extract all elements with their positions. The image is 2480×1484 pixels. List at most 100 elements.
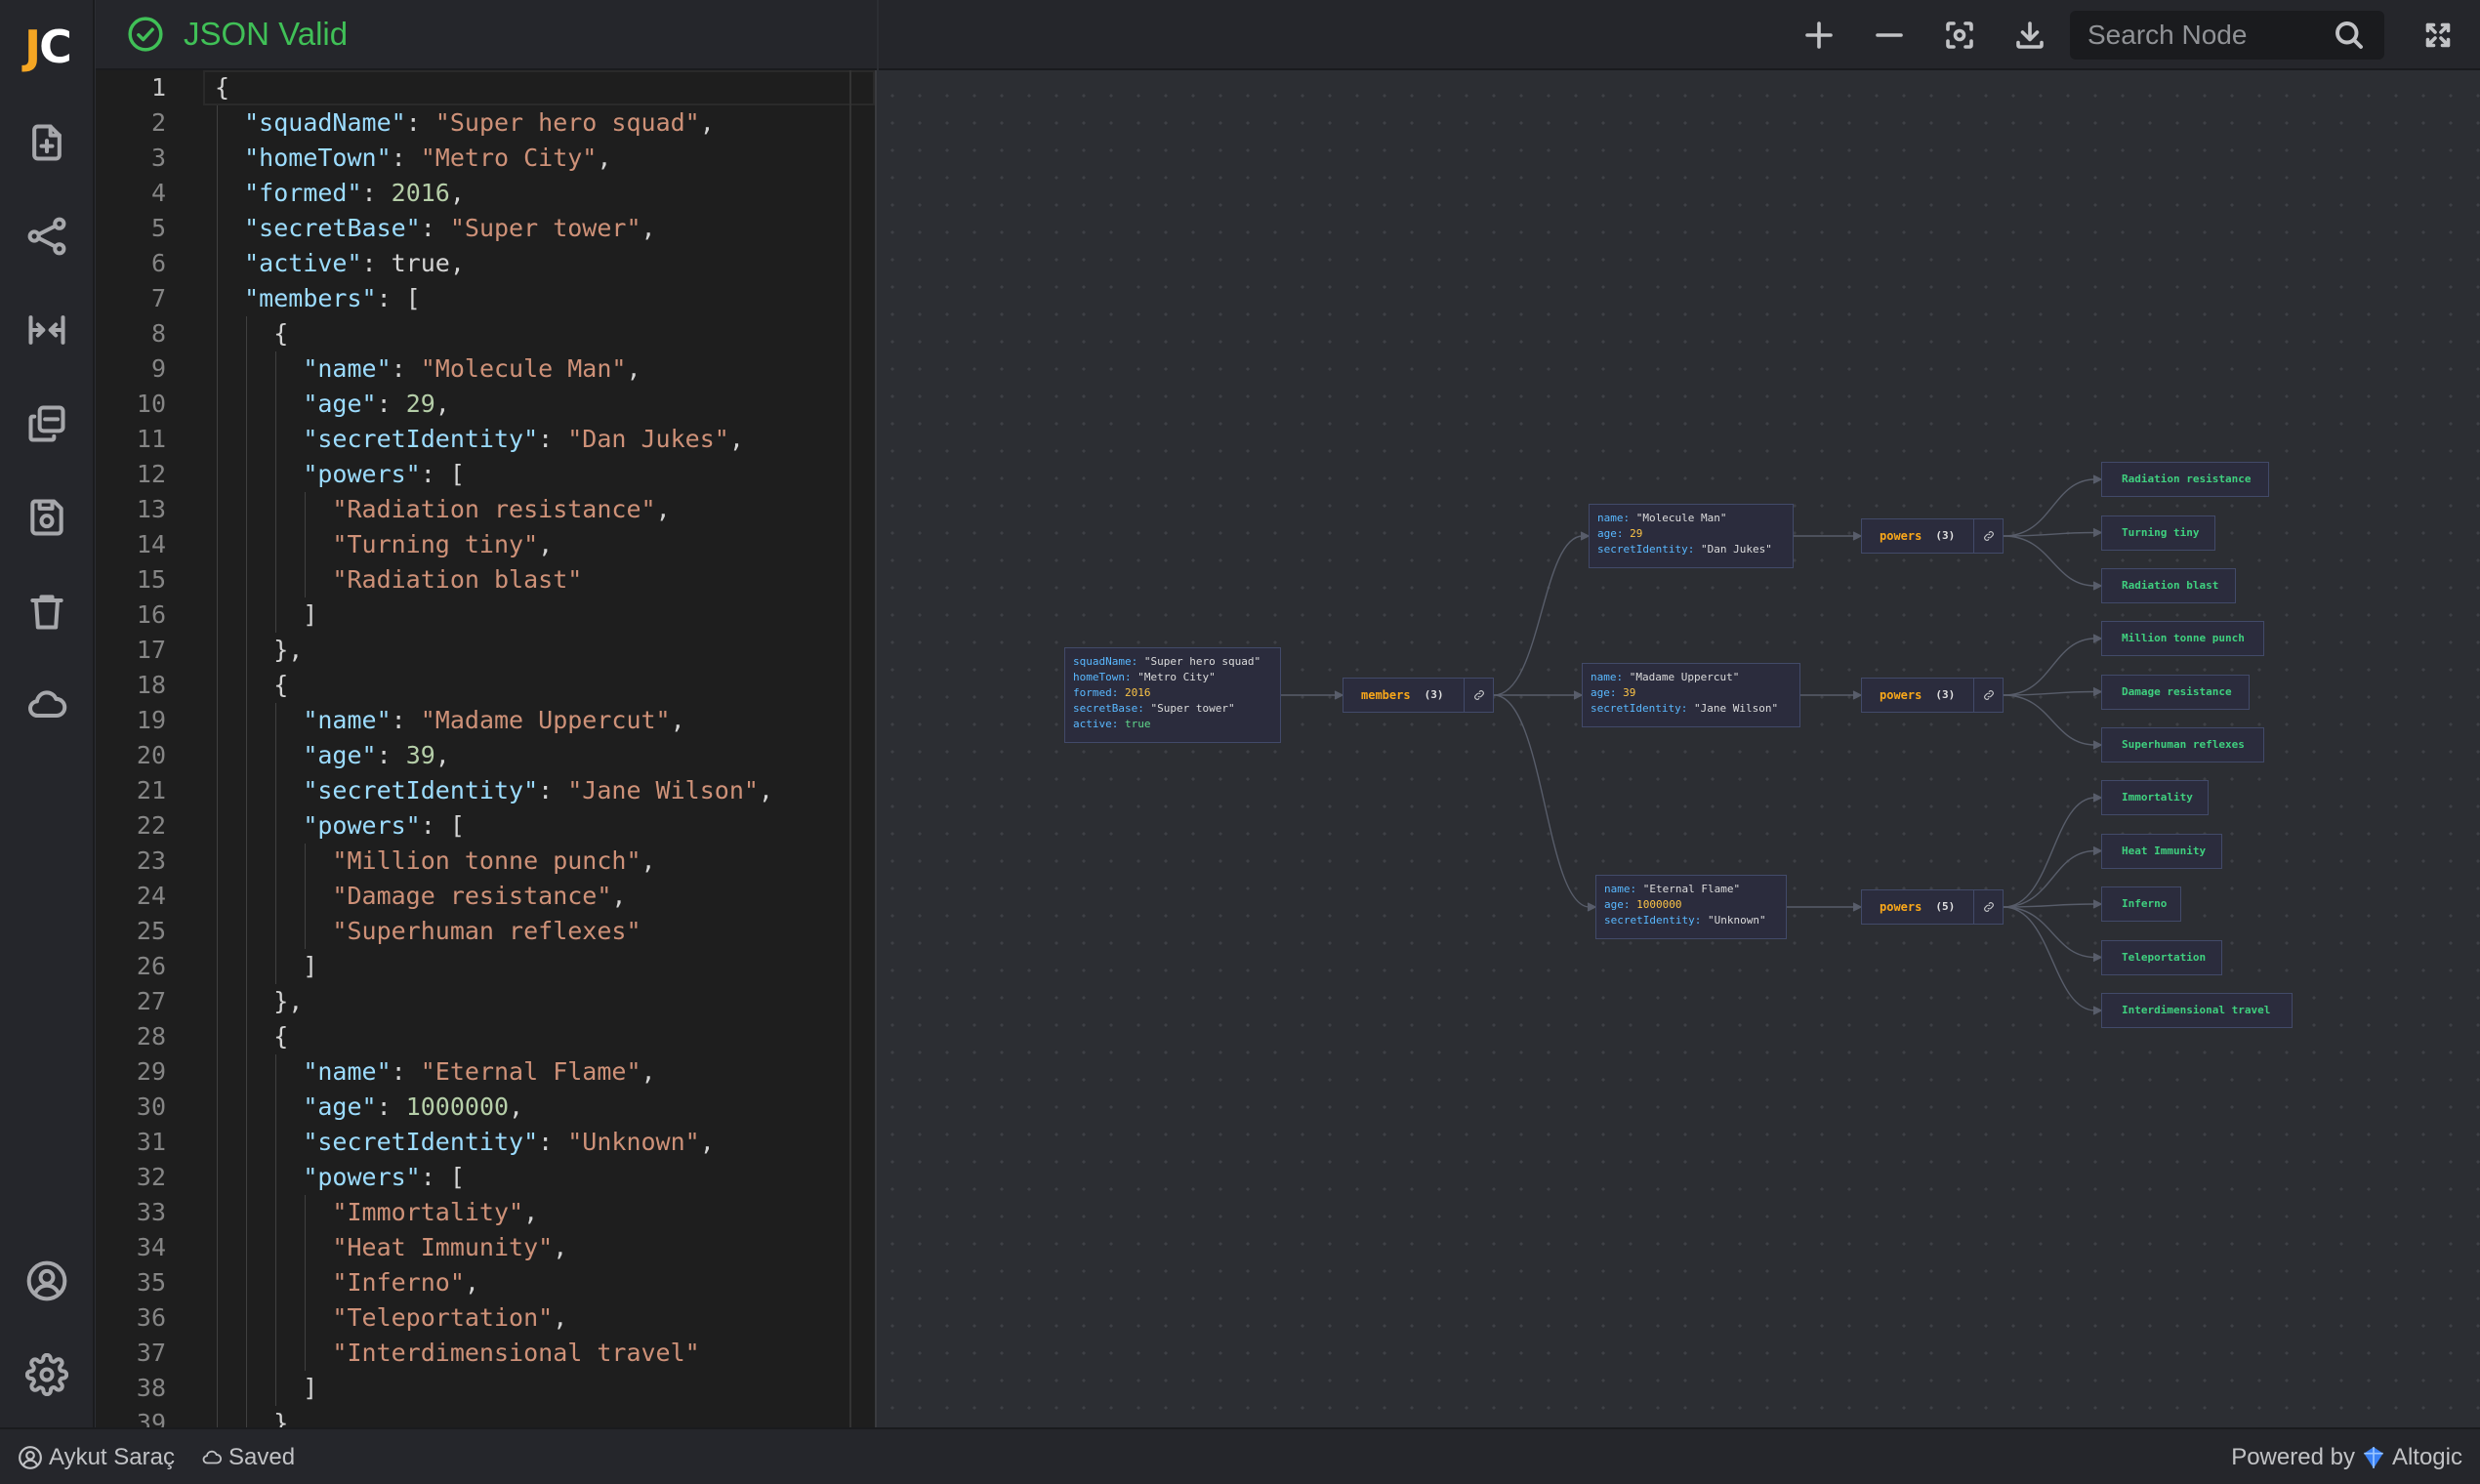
link-icon[interactable] xyxy=(1973,890,2003,924)
code-line[interactable]: 11 "secretIdentity": "Dan Jukes", xyxy=(96,422,877,457)
code-line[interactable]: 17 }, xyxy=(96,633,877,668)
code-line[interactable]: 18 { xyxy=(96,668,877,703)
code-line[interactable]: 8 { xyxy=(96,316,877,351)
line-number: 18 xyxy=(136,671,166,699)
code-line[interactable]: 29 "name": "Eternal Flame", xyxy=(96,1054,877,1090)
link-icon[interactable] xyxy=(1973,679,2003,712)
edge-arrow xyxy=(2092,1006,2103,1015)
field-value: "Jane Wilson" xyxy=(1693,702,1779,715)
code-line[interactable]: 39 } xyxy=(96,1406,877,1427)
editor-scrollbar[interactable] xyxy=(849,70,851,1427)
link-icon[interactable] xyxy=(1973,519,2003,553)
graph-edge xyxy=(2003,903,2096,908)
user-indicator[interactable]: Aykut Saraç xyxy=(18,1429,175,1484)
code-line[interactable]: 3 "homeTown": "Metro City", xyxy=(96,141,877,176)
user-icon xyxy=(19,1446,42,1469)
code-line[interactable]: 33 "Immortality", xyxy=(96,1195,877,1230)
code-line[interactable]: 10 "age": 29, xyxy=(96,387,877,422)
power-leaf-node[interactable]: Turning tiny xyxy=(2101,515,2215,551)
indent-guide xyxy=(275,879,276,914)
members-array-node[interactable]: members(3) xyxy=(1343,678,1494,713)
code-line[interactable]: 37 "Interdimensional travel" xyxy=(96,1336,877,1371)
code-line[interactable]: 21 "secretIdentity": "Jane Wilson", xyxy=(96,773,877,808)
indent-guide xyxy=(275,598,276,633)
indent-guide xyxy=(217,1336,218,1371)
code-line[interactable]: 38 ] xyxy=(96,1371,877,1406)
save-button[interactable] xyxy=(18,488,76,547)
power-leaf-node[interactable]: Radiation blast xyxy=(2101,568,2236,603)
code-line[interactable]: 32 "powers": [ xyxy=(96,1160,877,1195)
code-line[interactable]: 24 "Damage resistance", xyxy=(96,879,877,914)
json-graph[interactable]: squadName: "Super hero squad"homeTown: "… xyxy=(879,70,2480,1427)
code-line[interactable]: 26 ] xyxy=(96,949,877,984)
root-node[interactable]: squadName: "Super hero squad"homeTown: "… xyxy=(1064,647,1281,743)
powered-by[interactable]: Powered by Altogic xyxy=(2231,1429,2462,1484)
power-leaf-node[interactable]: Million tonne punch xyxy=(2101,621,2264,656)
download-button[interactable] xyxy=(2007,13,2052,58)
settings-button[interactable] xyxy=(18,1345,76,1404)
indent-guide xyxy=(246,1054,247,1090)
code-line[interactable]: 13 "Radiation resistance", xyxy=(96,492,877,527)
power-leaf-node[interactable]: Teleportation xyxy=(2101,939,2222,975)
power-leaf-node[interactable]: Immortality xyxy=(2101,780,2209,815)
power-leaf-node[interactable]: Damage resistance xyxy=(2101,674,2250,710)
code-line[interactable]: 7 "members": [ xyxy=(96,281,877,316)
duplicate-button[interactable] xyxy=(18,394,76,453)
indent-guide xyxy=(275,703,276,738)
power-leaf-node[interactable]: Radiation resistance xyxy=(2101,462,2269,497)
code-line[interactable]: 30 "age": 1000000, xyxy=(96,1090,877,1125)
indent-guide xyxy=(246,598,247,633)
code-line[interactable]: 2 "squadName": "Super hero squad", xyxy=(96,105,877,141)
indent-guide xyxy=(275,1160,276,1195)
code-line[interactable]: 28 { xyxy=(96,1019,877,1054)
power-leaf-node[interactable]: Inferno xyxy=(2101,886,2181,922)
powers-array-node[interactable]: powers(5) xyxy=(1861,889,2004,925)
code-line[interactable]: 25 "Superhuman reflexes" xyxy=(96,914,877,949)
code-line[interactable]: 5 "secretBase": "Super tower", xyxy=(96,211,877,246)
collapse-nodes-button[interactable] xyxy=(18,301,76,359)
zoom-in-button[interactable] xyxy=(1797,13,1841,58)
power-leaf-node[interactable]: Heat Immunity xyxy=(2101,833,2222,869)
zoom-out-button[interactable] xyxy=(1867,13,1912,58)
code-line[interactable]: 19 "name": "Madame Uppercut", xyxy=(96,703,877,738)
fullscreen-button[interactable] xyxy=(2416,13,2460,58)
account-button[interactable] xyxy=(18,1252,76,1310)
code-lines[interactable]: 1{2 "squadName": "Super hero squad",3 "h… xyxy=(96,70,877,1427)
powers-array-node[interactable]: powers(3) xyxy=(1861,678,2004,713)
code-line[interactable]: 23 "Million tonne punch", xyxy=(96,844,877,879)
search-icon[interactable] xyxy=(2332,18,2367,53)
code-line[interactable]: 1{ xyxy=(96,70,877,105)
code-line[interactable]: 9 "name": "Molecule Man", xyxy=(96,351,877,387)
code-line[interactable]: 12 "powers": [ xyxy=(96,457,877,492)
code-line[interactable]: 14 "Turning tiny", xyxy=(96,527,877,562)
power-leaf-node[interactable]: Interdimensional travel xyxy=(2101,993,2293,1028)
delete-button[interactable] xyxy=(18,582,76,640)
code-line[interactable]: 34 "Heat Immunity", xyxy=(96,1230,877,1265)
cloud-button[interactable] xyxy=(18,676,76,734)
link-icon[interactable] xyxy=(1464,679,1493,712)
center-view-button[interactable] xyxy=(1937,13,1982,58)
code-line[interactable]: 20 "age": 39, xyxy=(96,738,877,773)
new-file-button[interactable] xyxy=(18,113,76,172)
code-line[interactable]: 15 "Radiation blast" xyxy=(96,562,877,598)
code-line[interactable]: 22 "powers": [ xyxy=(96,808,877,844)
field-key: formed: xyxy=(1073,686,1125,699)
code-line[interactable]: 4 "formed": 2016, xyxy=(96,176,877,211)
code-line[interactable]: 31 "secretIdentity": "Unknown", xyxy=(96,1125,877,1160)
code-line[interactable]: 36 "Teleportation", xyxy=(96,1300,877,1336)
graph-direction-button[interactable] xyxy=(18,207,76,266)
powers-array-node[interactable]: powers(3) xyxy=(1861,518,2004,554)
code-line[interactable]: 27 }, xyxy=(96,984,877,1019)
code-line[interactable]: 6 "active": true, xyxy=(96,246,877,281)
search-node-input[interactable] xyxy=(2070,11,2384,60)
code-editor[interactable]: JSON Valid 1{2 "squadName": "Super hero … xyxy=(96,0,877,1427)
code-line[interactable]: 16 ] xyxy=(96,598,877,633)
power-leaf-node[interactable]: Superhuman reflexes xyxy=(2101,727,2264,763)
code-text: "Heat Immunity", xyxy=(332,1233,568,1261)
code-line[interactable]: 35 "Inferno", xyxy=(96,1265,877,1300)
